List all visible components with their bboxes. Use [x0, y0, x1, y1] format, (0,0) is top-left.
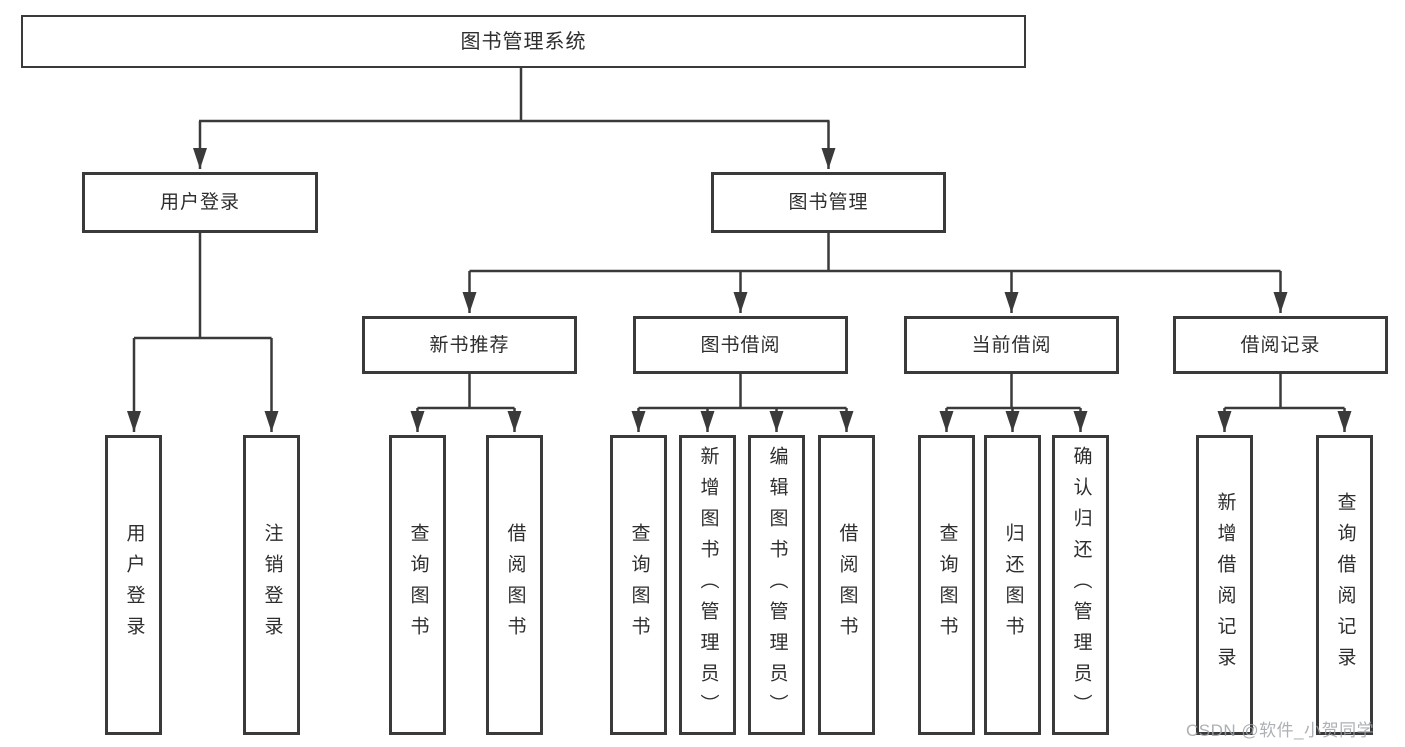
- node-borrow-records-label: 借阅记录: [1240, 334, 1321, 356]
- node-user-login: 用户登录: [82, 172, 318, 233]
- node-book-borrow-label: 图书借阅: [700, 334, 781, 356]
- leaf-records-query-record-label: 查询借阅记录: [1334, 492, 1356, 678]
- root-node-label: 图书管理系统: [460, 30, 587, 53]
- node-borrow-records: 借阅记录: [1173, 316, 1388, 374]
- leaf-logout-login-label: 注销登录: [261, 523, 283, 647]
- leaf-user-login-label: 用户登录: [123, 523, 145, 647]
- leaf-recommend-query-books-label: 查询图书: [407, 523, 429, 647]
- leaf-records-query-record: 查询借阅记录: [1316, 435, 1373, 735]
- leaf-recommend-borrow-books: 借阅图书: [486, 435, 543, 735]
- leaf-current-confirm-return-admin: 确认归还（管理员）: [1052, 435, 1109, 735]
- leaf-current-query-books-label: 查询图书: [936, 523, 958, 647]
- leaf-logout-login: 注销登录: [243, 435, 300, 735]
- node-book-management-label: 图书管理: [788, 192, 869, 213]
- leaf-borrow-add-books-admin-label: 新增图书（管理员）: [697, 445, 719, 725]
- csdn-watermark: CSDN @软件_小贺同学: [1186, 721, 1375, 740]
- leaf-current-return-books: 归还图书: [984, 435, 1041, 735]
- leaf-current-confirm-return-admin-label: 确认归还（管理员）: [1070, 445, 1092, 725]
- leaf-borrow-edit-books-admin-label: 编辑图书（管理员）: [766, 445, 788, 725]
- leaf-borrow-query-books-label: 查询图书: [628, 523, 650, 647]
- node-user-login-label: 用户登录: [159, 192, 240, 213]
- leaf-borrow-add-books-admin: 新增图书（管理员）: [679, 435, 736, 735]
- leaf-borrow-edit-books-admin: 编辑图书（管理员）: [748, 435, 805, 735]
- node-current-borrow-label: 当前借阅: [971, 334, 1052, 356]
- leaf-current-return-books-label: 归还图书: [1002, 523, 1024, 647]
- leaf-recommend-query-books: 查询图书: [389, 435, 446, 735]
- node-new-book-recommend: 新书推荐: [362, 316, 577, 374]
- leaf-borrow-query-books: 查询图书: [610, 435, 667, 735]
- leaf-records-add-record-label: 新增借阅记录: [1214, 492, 1236, 678]
- leaf-current-query-books: 查询图书: [918, 435, 975, 735]
- leaf-borrow-borrow-books: 借阅图书: [818, 435, 875, 735]
- connector-group: [127, 68, 1352, 432]
- leaf-user-login: 用户登录: [105, 435, 162, 735]
- root-node: 图书管理系统: [21, 15, 1026, 68]
- leaf-recommend-borrow-books-label: 借阅图书: [504, 523, 526, 647]
- node-book-management: 图书管理: [711, 172, 946, 233]
- node-current-borrow: 当前借阅: [904, 316, 1119, 374]
- leaf-records-add-record: 新增借阅记录: [1196, 435, 1253, 735]
- node-book-borrow: 图书借阅: [633, 316, 848, 374]
- node-new-book-recommend-label: 新书推荐: [429, 334, 510, 356]
- leaf-borrow-borrow-books-label: 借阅图书: [836, 523, 858, 647]
